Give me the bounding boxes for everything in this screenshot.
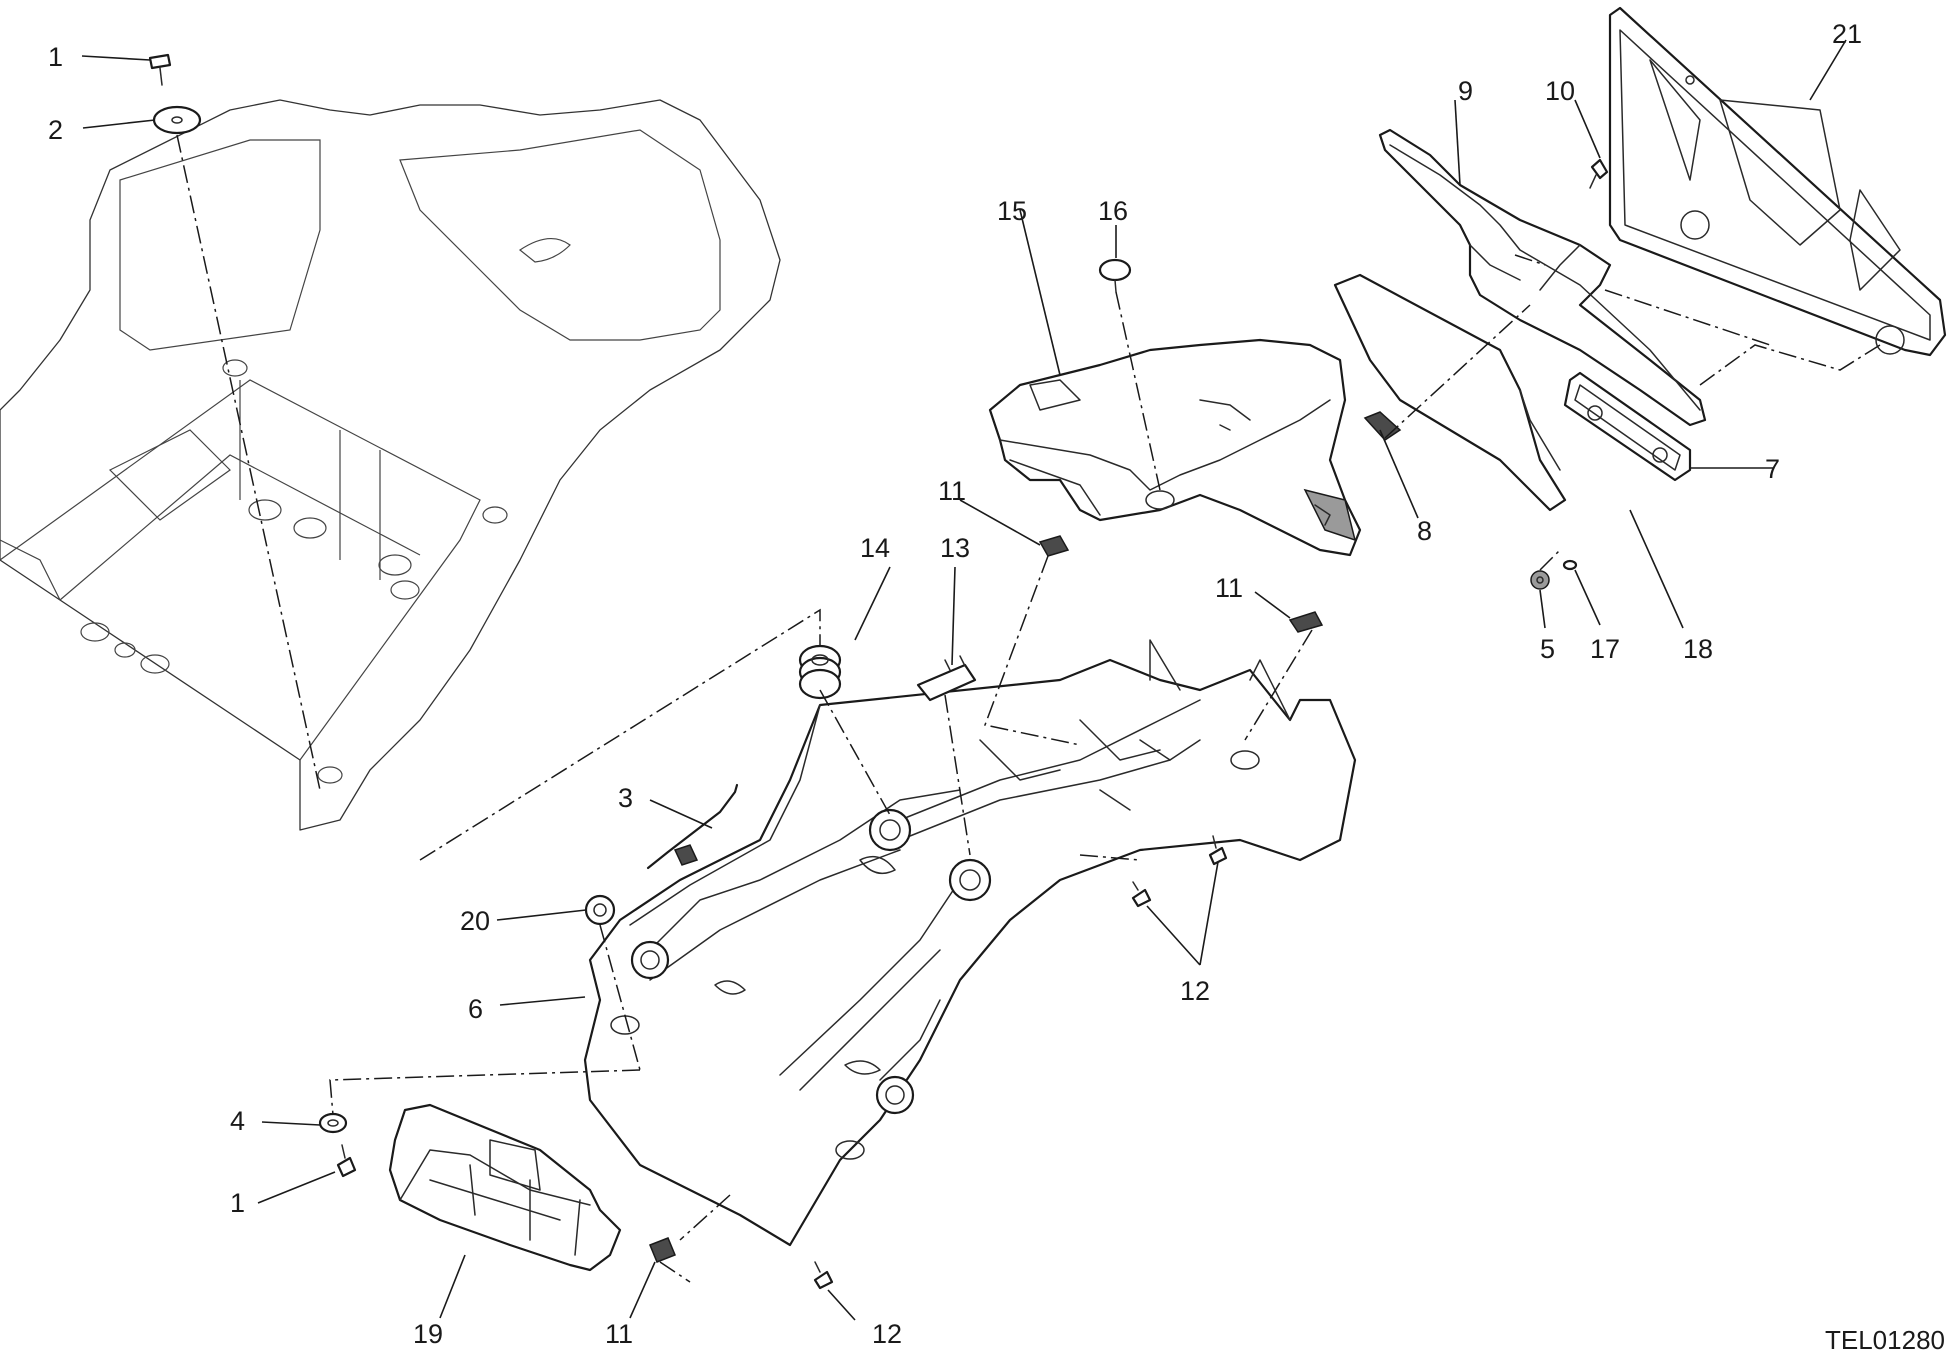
licence-plate-support-18 bbox=[1333, 273, 1567, 512]
callout-9: 9 bbox=[1458, 76, 1473, 106]
callout-11-right: 11 bbox=[1215, 573, 1243, 603]
callout-11-upper: 11 bbox=[938, 476, 966, 506]
callout-1-bottom: 1 bbox=[230, 1188, 245, 1218]
callout-4: 4 bbox=[230, 1106, 245, 1136]
callout-12-right: 12 bbox=[1180, 976, 1210, 1006]
splash-guard-19 bbox=[388, 1103, 622, 1272]
callout-13: 13 bbox=[940, 533, 970, 563]
callout-7: 7 bbox=[1765, 454, 1780, 484]
assembly-lines bbox=[176, 134, 1881, 1283]
plate-holder-arm-9 bbox=[1378, 128, 1707, 427]
callout-20: 20 bbox=[460, 906, 490, 936]
rear-undertray-6 bbox=[583, 639, 1357, 1247]
callout-2: 2 bbox=[48, 115, 63, 145]
callout-3: 3 bbox=[618, 783, 633, 813]
callout-1-top: 1 bbox=[48, 42, 63, 72]
callout-17: 17 bbox=[1590, 634, 1620, 664]
drawing-reference-code: TEL01280 bbox=[1825, 1325, 1945, 1355]
callout-18: 18 bbox=[1683, 634, 1713, 664]
callout-11-bottom: 11 bbox=[605, 1319, 633, 1349]
leader-lines bbox=[81, 39, 1847, 1321]
callout-10: 10 bbox=[1545, 76, 1575, 106]
callout-labels: 1 2 3 4 1 5 6 7 8 9 10 11 11 11 12 12 13… bbox=[48, 19, 1862, 1349]
licence-plate-21 bbox=[1608, 6, 1947, 357]
callout-12-bottom: 12 bbox=[872, 1319, 902, 1349]
callout-19: 19 bbox=[413, 1319, 443, 1349]
plate-holder-bracket-15 bbox=[988, 338, 1362, 557]
callout-21: 21 bbox=[1832, 19, 1862, 49]
callout-15: 15 bbox=[997, 196, 1027, 226]
callout-5: 5 bbox=[1540, 634, 1555, 664]
callout-6: 6 bbox=[468, 994, 483, 1024]
callout-8: 8 bbox=[1417, 516, 1432, 546]
reflector-7 bbox=[1563, 371, 1692, 482]
small-parts bbox=[148, 53, 1609, 1290]
callout-14: 14 bbox=[860, 533, 890, 563]
rear-subframe bbox=[0, 99, 781, 831]
callout-16: 16 bbox=[1098, 196, 1128, 226]
